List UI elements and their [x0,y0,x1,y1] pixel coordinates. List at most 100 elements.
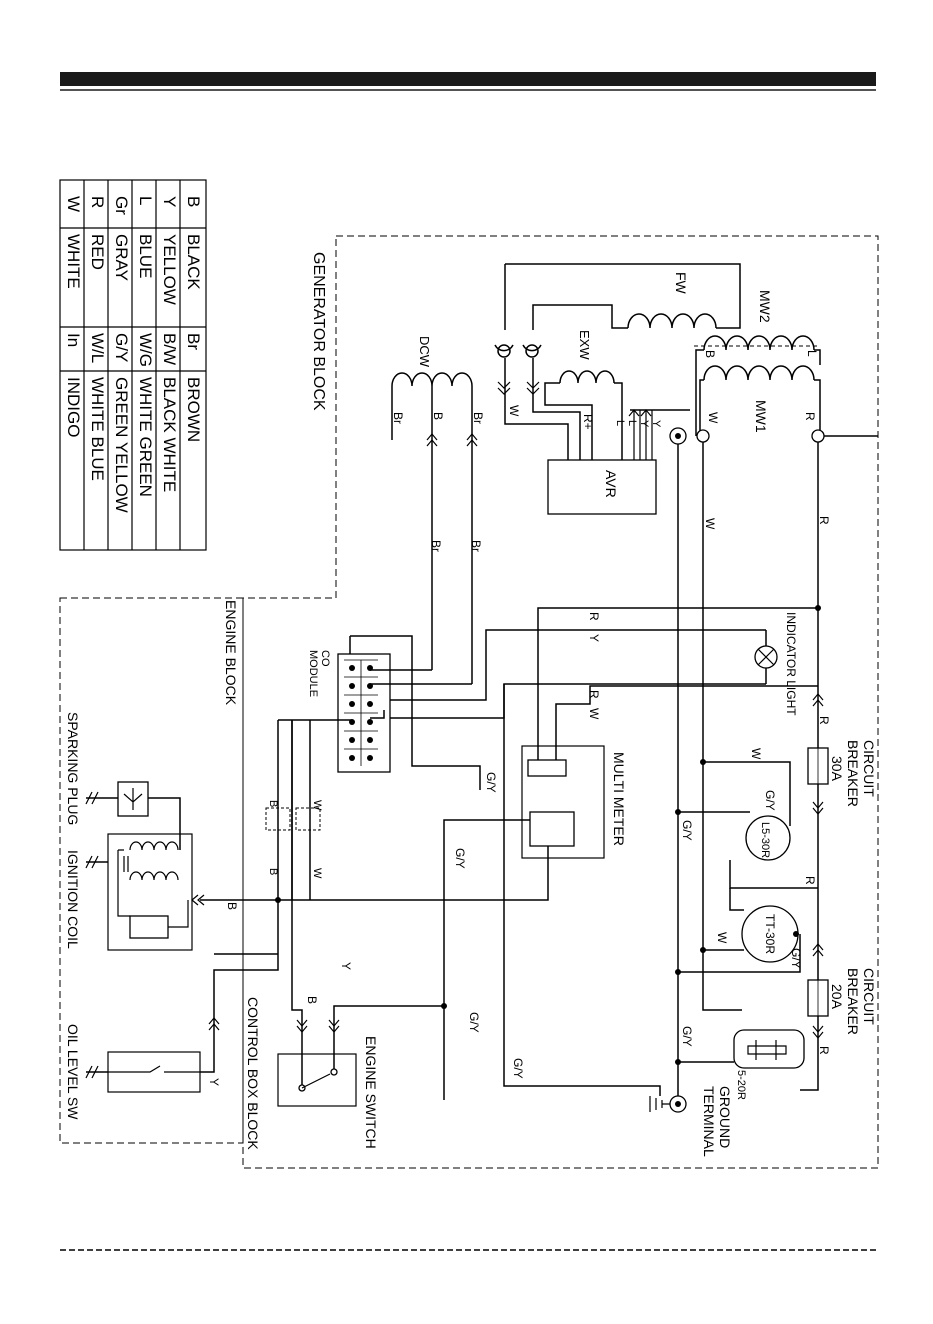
svg-text:W: W [311,800,323,811]
svg-text:L: L [614,420,626,426]
svg-text:TT-30R: TT-30R [763,914,777,954]
svg-text:Br: Br [391,412,405,424]
l5-30r-receptacle: L5-30R W G/Y G/Y R [675,748,818,889]
engine-switch: ENGINE SWITCH B [277,720,447,1149]
svg-text:GROUND: GROUND [717,1086,733,1148]
svg-text:G/Y: G/Y [763,790,777,811]
legend-name: WHITE BLUE [88,377,107,481]
svg-text:Y: Y [587,634,601,642]
main-windings: MW2 MW1 L B W R [630,290,821,436]
ignition-coil: IGNITION COIL [65,833,193,951]
sparking-plug: SPARKING PLUG [65,712,181,850]
fw-winding: FW [504,263,741,330]
header-bar [60,72,876,86]
color-legend: B Y L Gr R W BLACK YELLOW BLUE GRAY RED … [59,179,207,551]
svg-text:20A: 20A [829,984,845,1010]
5-20r-receptacle: G/Y 5-20R [675,1026,805,1100]
svg-text:L5-30R: L5-30R [759,822,771,858]
legend-code: Gr [112,196,131,215]
svg-text:G/Y: G/Y [453,848,467,869]
legend-code: Y [160,196,179,207]
svg-text:R: R [817,516,831,525]
svg-text:G/Y: G/Y [680,820,694,841]
legend-code: B [184,196,203,207]
svg-text:R: R [803,876,817,885]
svg-text:W: W [587,708,601,720]
svg-text:G/Y: G/Y [789,948,803,969]
legend-code: W/L [88,333,107,363]
svg-text:G/Y: G/Y [680,1026,694,1047]
engine-block-label: ENGINE BLOCK [223,600,239,706]
svg-text:W: W [749,748,763,760]
tt-30r-receptacle: TT-30R W G/Y [675,888,803,975]
svg-text:B: B [431,412,445,420]
svg-text:Y: Y [339,962,353,970]
mw1-label: MW1 [753,400,769,433]
legend-name: INDIGO [64,377,83,437]
svg-text:W: W [507,405,521,417]
legend-name: BLACK WHITE [160,377,179,492]
legend-name: WHITE GREEN [136,377,155,497]
legend-name: GREEN YELLOW [112,377,131,513]
brush-terminals: W [494,344,581,460]
oil-level-switch: OIL LEVEL SW Y [65,1024,221,1120]
terminal-w [696,429,710,443]
svg-text:B: B [267,800,279,807]
co-module-label: CO [319,650,331,667]
connector-arrows [191,381,824,1039]
svg-text:Y: Y [638,420,650,428]
svg-text:G/Y: G/Y [511,1058,525,1079]
svg-text:R: R [817,716,831,725]
circuit-breaker-20a: CIRCUIT BREAKER 20A R [807,968,877,1055]
sparking-plug-label: SPARKING PLUG [65,712,81,825]
svg-text:B: B [267,868,279,875]
svg-text:BREAKER: BREAKER [845,740,861,807]
dcw-label: DCW [417,336,432,368]
multi-meter-label: MULTI METER [611,752,627,846]
mw2-label: MW2 [757,290,773,323]
legend-code: In [64,333,83,347]
svg-text:R: R [587,690,601,699]
svg-text:CIRCUIT: CIRCUIT [861,968,877,1025]
circuit-breaker-30a: CIRCUIT BREAKER 30A R [807,716,877,807]
svg-text:L: L [626,420,638,426]
legend-code: B/W [160,333,179,365]
avr: AVR L L Y Y [547,410,662,515]
svg-text:Br: Br [429,540,443,552]
legend-code: W [64,196,83,212]
engine-switch-label: ENGINE SWITCH [363,1036,379,1149]
svg-text:R: R [817,1046,831,1055]
oil-level-switch-label: OIL LEVEL SW [65,1024,81,1120]
svg-text:B: B [703,350,717,358]
exw-winding: EXW R+ [544,330,623,460]
svg-text:R+: R+ [581,414,595,430]
control-box-block-label: CONTROL BOX BLOCK [245,997,261,1150]
indicator-light: INDICATOR LIGHT [754,612,798,716]
generator-block-outline [242,235,879,1169]
svg-text:L: L [805,350,819,357]
svg-text:Y: Y [650,420,662,428]
svg-text:W: W [715,932,729,944]
svg-text:Br: Br [471,412,485,424]
ignition-coil-label: IGNITION COIL [65,850,81,949]
svg-text:W: W [311,868,323,879]
svg-text:Y: Y [207,1078,221,1086]
legend-code: R [88,196,107,208]
indicator-light-label: INDICATOR LIGHT [784,612,798,716]
co-module: CO MODULE [278,635,481,790]
svg-text:BREAKER: BREAKER [845,968,861,1035]
legend-name: RED [88,234,107,270]
svg-text:G/Y: G/Y [484,772,498,793]
svg-text:TERMINAL: TERMINAL [701,1086,717,1157]
legend-name: YELLOW [160,234,179,305]
svg-text:G/Y: G/Y [467,1012,481,1033]
exw-label: EXW [577,330,592,360]
dcw-winding: DCW Br B Br Br Br [391,336,485,684]
svg-text:B: B [305,996,319,1004]
legend-name: BLACK [184,234,203,290]
avr-label: AVR [603,470,619,498]
legend-name: BROWN [184,377,203,442]
wire-red-main [800,442,819,1091]
svg-text:30A: 30A [829,756,845,782]
terminal-r [811,429,825,443]
